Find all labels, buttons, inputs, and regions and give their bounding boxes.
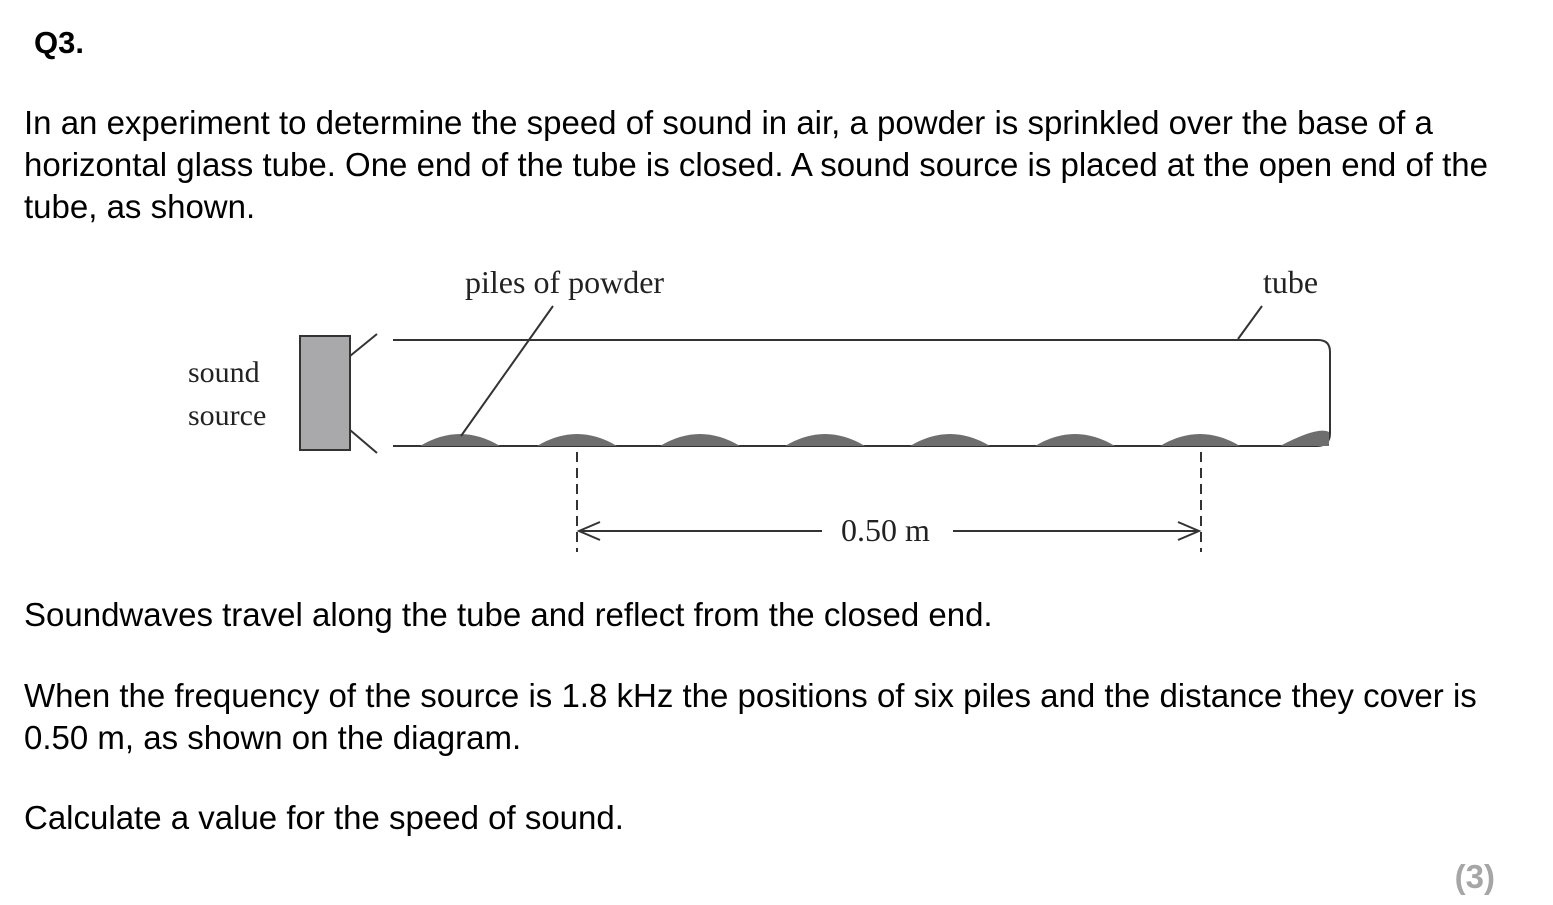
label-tube: tube (1263, 264, 1318, 300)
sound-source-box (299, 335, 351, 451)
label-source: source (188, 399, 266, 432)
tube-outline (393, 339, 1331, 447)
label-distance: 0.50 m (841, 512, 930, 548)
label-piles-of-powder: piles of powder (465, 264, 664, 300)
marks-indicator: (3) (1454, 858, 1495, 895)
label-sound: sound (188, 356, 260, 389)
frequency-text: When the frequency of the source is 1.8 … (24, 677, 1477, 756)
powder-pile (785, 434, 865, 446)
tube-leader-line (1237, 305, 1263, 340)
powder-pile (1035, 434, 1115, 446)
speaker-cone-bottom (349, 429, 378, 454)
powder-pile (1280, 430, 1329, 446)
powder-pile (420, 434, 500, 446)
question-intro: In an experiment to determine the speed … (24, 104, 1489, 225)
powder-piles (420, 430, 1329, 446)
powder-pile (537, 434, 617, 446)
question-number: Q3. (34, 25, 84, 60)
powder-pile (910, 434, 990, 446)
arrowhead-left (576, 521, 601, 541)
arrowhead-right (1177, 521, 1202, 541)
powder-pile (1160, 434, 1240, 446)
reflection-text: Soundwaves travel along the tube and ref… (24, 596, 993, 633)
powder-leader-line (460, 305, 554, 437)
speaker-cone-top (349, 333, 378, 357)
task-text: Calculate a value for the speed of sound… (24, 799, 624, 836)
powder-pile (660, 434, 740, 446)
